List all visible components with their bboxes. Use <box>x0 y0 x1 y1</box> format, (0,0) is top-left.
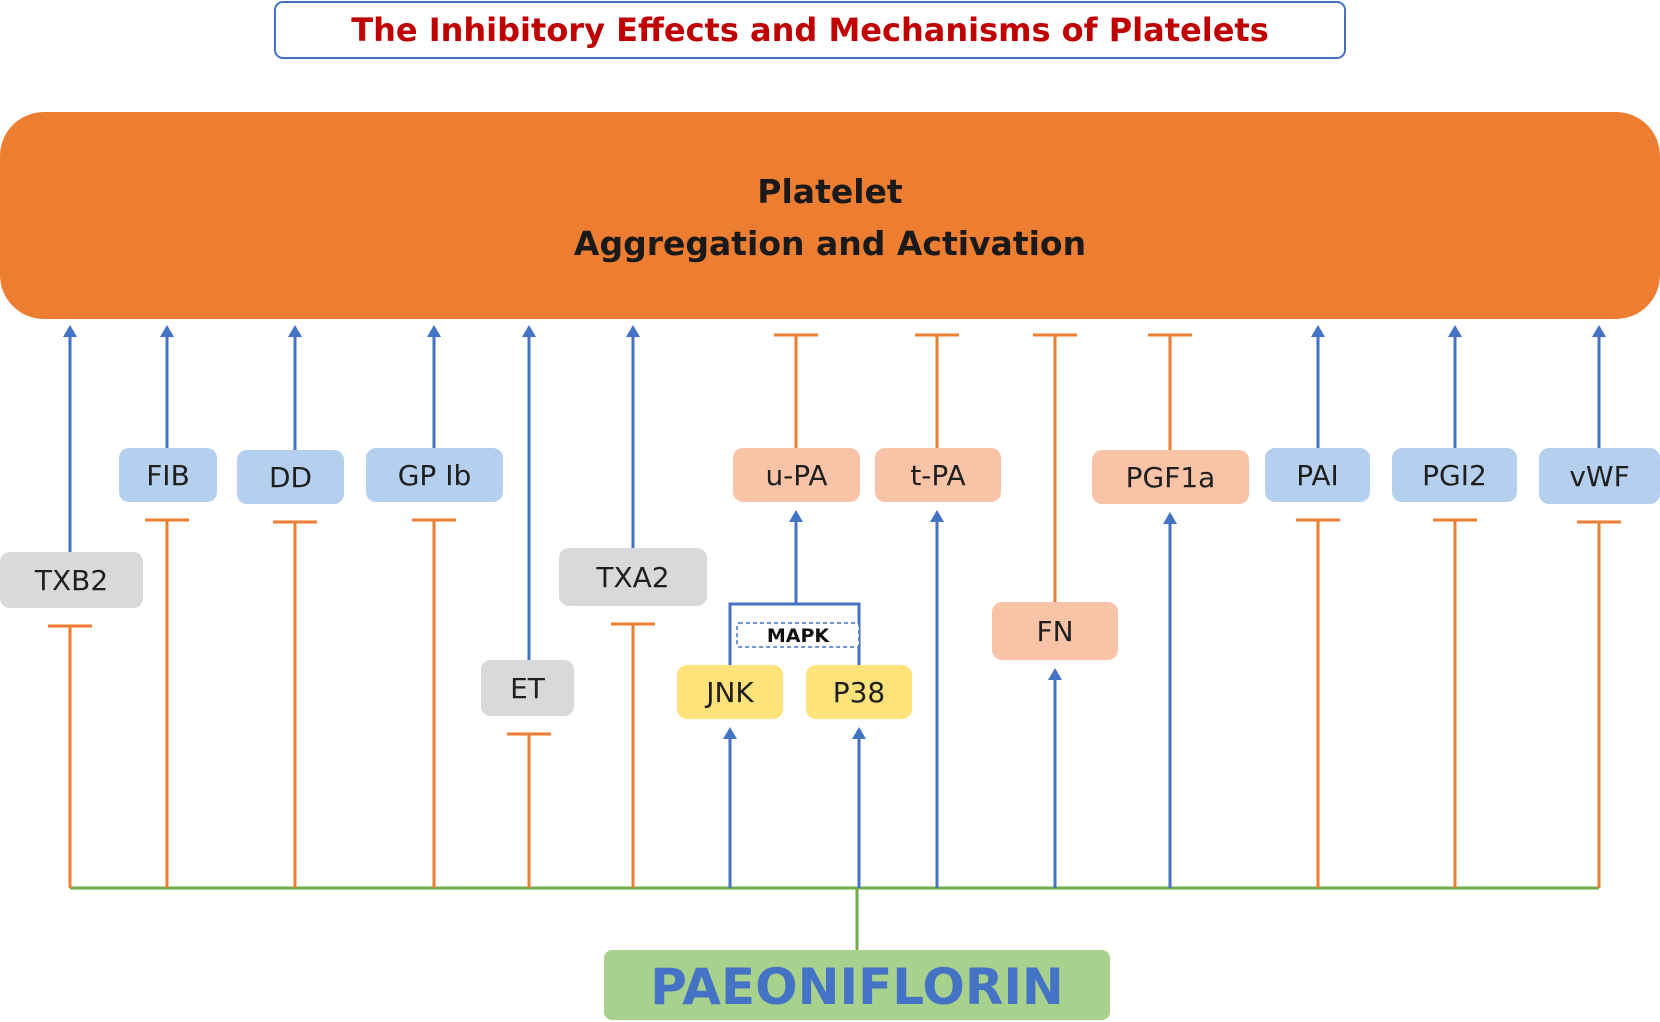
paeoniflorin-source: PAEONIFLORIN <box>604 950 1110 1020</box>
txa2-to-platelet-activation-arrow <box>626 325 640 548</box>
txb2-to-platelet-activation-arrow <box>63 325 77 552</box>
paeoniflorin-to-gpib-inhibition-line <box>412 518 456 888</box>
pai-to-platelet-activation-arrow <box>1311 325 1325 448</box>
et-node-label: ET <box>510 672 546 705</box>
target-title: Platelet <box>757 172 903 211</box>
upa-to-platelet-inhibition-line <box>774 333 818 448</box>
paeoniflorin-to-et-inhibition-line <box>507 732 551 888</box>
mapk-label: MAPK <box>767 625 831 647</box>
tpa-node: t-PA <box>875 448 1001 502</box>
jnk-node-label: JNK <box>704 676 754 709</box>
vwf-node-label: vWF <box>1569 460 1629 493</box>
dd-to-platelet-activation-arrow <box>288 325 302 450</box>
txb2-node: TXB2 <box>0 552 143 608</box>
jnk-node-box <box>677 665 783 719</box>
paeoniflorin-to-fn-activation-arrow <box>1048 668 1062 888</box>
et-node-box <box>481 660 574 716</box>
vwf-to-platelet-activation-arrow <box>1592 325 1606 448</box>
gpib-node-label: GP Ib <box>398 459 472 492</box>
mediator-nodes: TXB2 FIB DD GP Ib ET TXA2 u-PA JNK P38 t-PA FN PGF1… <box>0 448 1660 719</box>
title-box <box>274 1 1346 59</box>
paeoniflorin-to-txa2-inhibition-line <box>611 622 655 888</box>
p38-node-box <box>806 665 912 719</box>
diagram-title: The Inhibitory Effects and Mechanisms of… <box>351 11 1268 49</box>
dd-node-label: DD <box>269 461 312 494</box>
paeoniflorin-to-jnk-activation-arrow <box>723 727 737 888</box>
txa2-node-label: TXA2 <box>595 561 669 594</box>
gpib-to-platelet-activation-arrow <box>427 325 441 448</box>
p38-node-label: P38 <box>833 676 886 709</box>
pgf1a-to-platelet-inhibition-line <box>1148 333 1192 450</box>
gpib-node: GP Ib <box>366 448 503 502</box>
fn-node: FN <box>992 602 1118 660</box>
fn-node-label: FN <box>1036 615 1073 648</box>
pgf1a-node-label: PGF1a <box>1126 461 1216 494</box>
paeoniflorin-to-tpa-activation-arrow <box>930 510 944 888</box>
fib-node-box <box>119 448 217 502</box>
dd-node: DD <box>237 450 344 504</box>
platelet-target-box <box>0 112 1660 319</box>
upa-node-label: u-PA <box>765 459 827 492</box>
vwf-node-box <box>1539 448 1660 504</box>
paeoniflorin-to-pgf1a-activation-arrow <box>1163 512 1177 888</box>
paeoniflorin-to-dd-inhibition-line <box>273 520 317 888</box>
mapk-to-u-pa-activation-arrow <box>789 510 803 604</box>
paeoniflorin-to-pgi2-inhibition-line <box>1433 518 1477 888</box>
platelet-target: Platelet Aggregation and Activation <box>0 112 1660 319</box>
fn-node-box <box>992 602 1118 660</box>
paeoniflorin-to-fib-inhibition-line <box>145 518 189 888</box>
pai-node-box <box>1265 448 1370 502</box>
paeoniflorin-to-p38-activation-arrow <box>852 727 866 888</box>
txa2-node: TXA2 <box>559 548 707 606</box>
et-to-platelet-activation-arrow <box>522 325 536 660</box>
txb2-node-label: TXB2 <box>34 564 108 597</box>
tpa-to-platelet-inhibition-line <box>915 333 959 448</box>
mapk-label-box <box>736 622 860 648</box>
mapk-group: MAPK <box>736 622 860 648</box>
paeoniflorin-box <box>604 950 1110 1020</box>
connector-lines <box>48 325 1621 950</box>
pai-node-label: PAI <box>1296 459 1339 492</box>
p38-node: P38 <box>806 665 912 719</box>
et-node: ET <box>481 660 574 716</box>
upa-node-box <box>733 448 860 502</box>
pgi2-node-box <box>1392 448 1517 502</box>
gpib-node-box <box>366 448 503 502</box>
fib-node: FIB <box>119 448 217 502</box>
pai-node: PAI <box>1265 448 1370 502</box>
paeoniflorin-to-vwf-inhibition-line <box>1577 520 1621 888</box>
tpa-node-label: t-PA <box>910 459 965 492</box>
vwf-node: vWF <box>1539 448 1660 504</box>
pgf1a-node-box <box>1092 450 1249 504</box>
pgi2-to-platelet-activation-arrow <box>1448 325 1462 448</box>
upa-node: u-PA <box>733 448 860 502</box>
fib-to-platelet-activation-arrow <box>160 325 174 448</box>
target-subtitle: Aggregation and Activation <box>574 224 1086 263</box>
tpa-node-box <box>875 448 1001 502</box>
paeoniflorin-to-txb2-inhibition-line <box>48 624 92 888</box>
txb2-node-box <box>0 552 143 608</box>
fib-node-label: FIB <box>146 459 190 492</box>
dd-node-box <box>237 450 344 504</box>
pgi2-node: PGI2 <box>1392 448 1517 502</box>
fn-to-platelet-inhibition-line <box>1033 333 1077 602</box>
title-banner: The Inhibitory Effects and Mechanisms of… <box>274 1 1346 59</box>
txa2-node-box <box>559 548 707 606</box>
paeoniflorin-label: PAEONIFLORIN <box>650 958 1064 1016</box>
jnk-node: JNK <box>677 665 783 719</box>
paeoniflorin-to-pai-inhibition-line <box>1296 518 1340 888</box>
pgf1a-node: PGF1a <box>1092 450 1249 504</box>
pgi2-node-label: PGI2 <box>1422 459 1487 492</box>
